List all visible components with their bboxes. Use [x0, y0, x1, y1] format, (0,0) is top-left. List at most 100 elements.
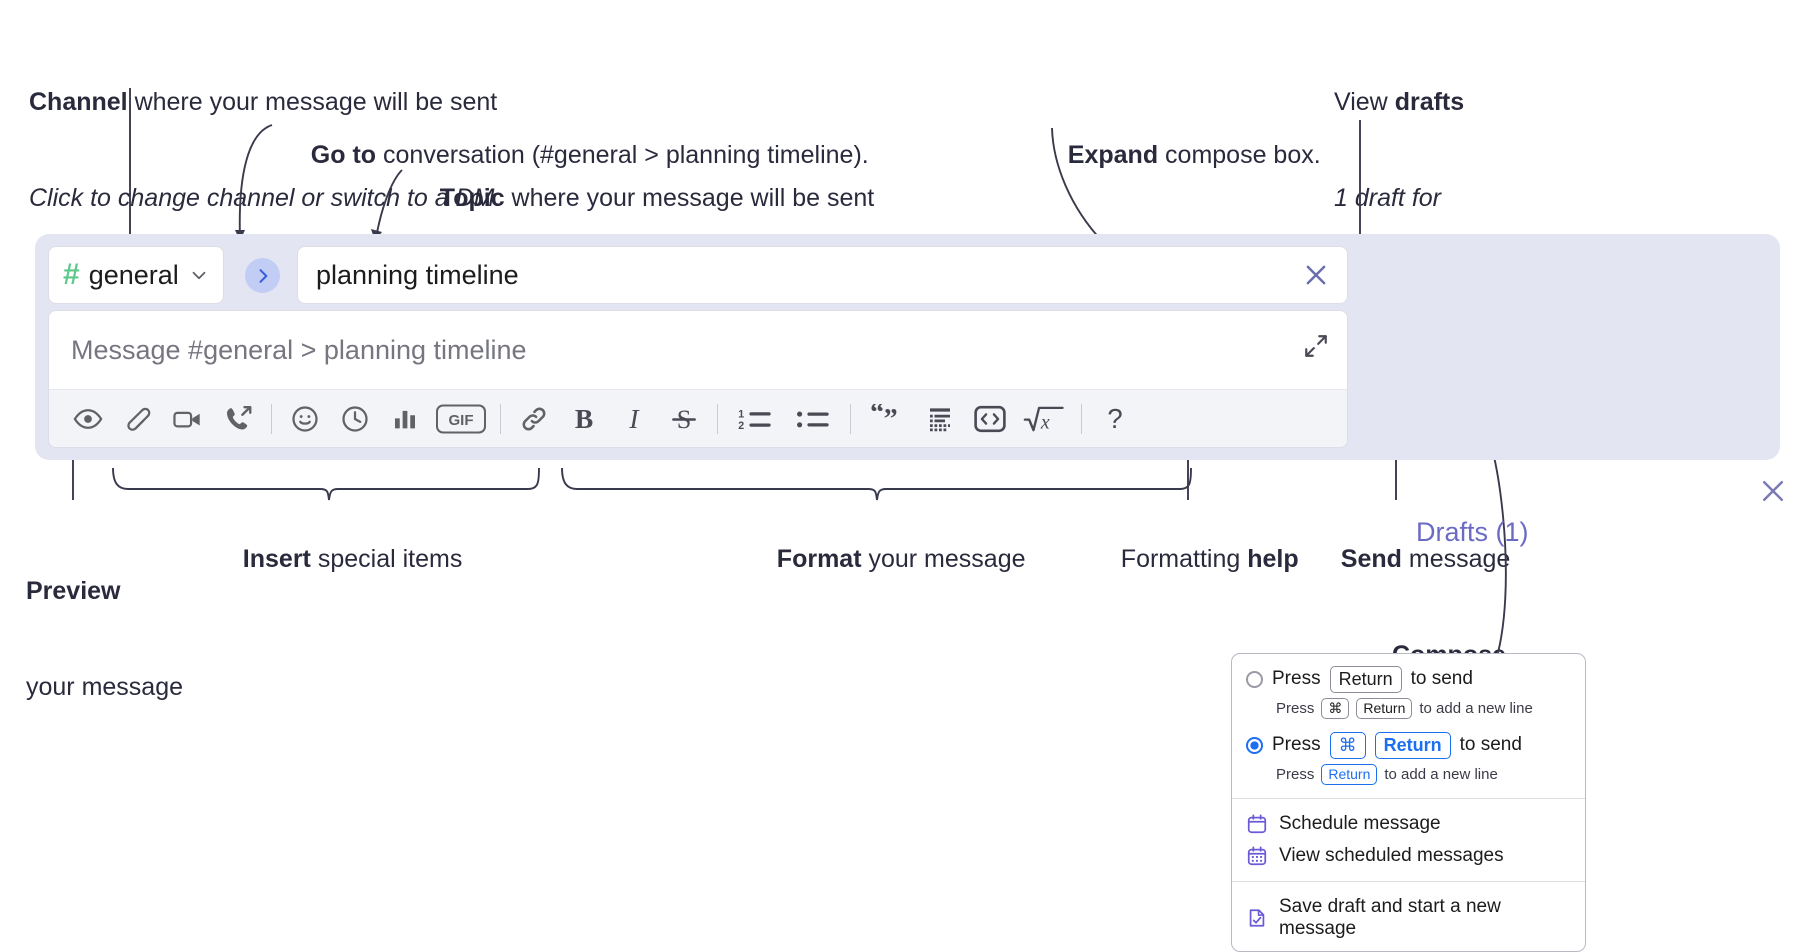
menu-item-label: View scheduled messages — [1279, 845, 1504, 866]
close-icon — [1763, 481, 1783, 501]
annotation-channel-italic: Click to change channel or switch to a D… — [29, 184, 502, 212]
reminder-button[interactable] — [330, 396, 380, 442]
chevron-down-icon — [188, 264, 210, 286]
strikethrough-button[interactable]: S — [659, 396, 709, 442]
svg-text:”: ” — [884, 404, 898, 434]
sub-label-newline: to add a new line — [1419, 699, 1533, 717]
bold-icon: B — [575, 404, 593, 434]
annotation-drafts-lead: View — [1334, 88, 1395, 116]
annotation-expand-rest: compose box. — [1158, 141, 1321, 169]
menu-item-label: Save draft and start a new message — [1279, 896, 1501, 939]
message-input-box[interactable]: Message #general > planning timeline — [48, 310, 1348, 448]
radio-label-tosend: to send — [1410, 668, 1473, 690]
attach-button[interactable] — [113, 396, 163, 442]
video-clip-button[interactable] — [163, 396, 213, 442]
key-return: Return — [1321, 763, 1378, 785]
topic-field[interactable]: planning timeline — [297, 246, 1348, 304]
preview-button[interactable] — [63, 396, 113, 442]
key-command: ⌘ — [1329, 732, 1366, 759]
calendar-grid-icon — [1247, 846, 1267, 866]
separator-2 — [500, 403, 501, 434]
formatting-help-button[interactable]: ? — [1090, 396, 1140, 442]
ordered-list-icon: 1 2 — [738, 408, 771, 432]
italic-button[interactable]: I — [609, 396, 659, 442]
radio-label-press: Press — [1272, 668, 1321, 690]
separator-1 — [271, 403, 272, 434]
sub-label-newline: to add a new line — [1384, 765, 1498, 783]
key-return: Return — [1356, 697, 1413, 719]
compose-inner: # general planning timeline — [48, 246, 1348, 448]
code-block-button[interactable] — [915, 396, 965, 442]
annotation-drafts-bold: drafts — [1394, 88, 1465, 116]
calendar-clock-icon — [1247, 814, 1267, 834]
emoji-button[interactable] — [280, 396, 330, 442]
math-button[interactable]: x — [1015, 396, 1073, 442]
annotation-format: Format your message — [749, 511, 1026, 607]
link-button[interactable] — [509, 396, 559, 442]
menu-item-view-scheduled-messages[interactable]: View scheduled messages — [1232, 840, 1585, 872]
menu-divider-2 — [1232, 881, 1585, 882]
gif-button[interactable]: GIF — [430, 396, 492, 442]
topic-value: planning timeline — [316, 259, 519, 290]
topic-clear-button[interactable] — [1301, 260, 1331, 290]
separator-5 — [1081, 403, 1082, 434]
channel-picker[interactable]: # general — [48, 246, 224, 304]
bulleted-list-button[interactable] — [784, 396, 842, 442]
radio-button-selected[interactable] — [1246, 736, 1263, 754]
key-return: Return — [1329, 666, 1402, 693]
code-button[interactable] — [965, 396, 1015, 442]
annotation-topic: Topic where your message will be sent — [412, 150, 874, 246]
menu-item-schedule-message[interactable]: Schedule message — [1232, 808, 1585, 840]
annotation-help-bold: help — [1247, 545, 1299, 573]
annotation-insert-rest: special items — [310, 545, 463, 573]
message-placeholder: Message #general > planning timeline — [71, 335, 527, 365]
svg-text:B: B — [575, 404, 593, 434]
radio-option-return-to-send[interactable]: Press Return to send — [1232, 664, 1585, 695]
panel-close-button[interactable] — [1758, 476, 1788, 506]
radio-label-tosend: to send — [1459, 734, 1522, 756]
annotation-format-rest: your message — [861, 545, 1026, 573]
poll-button[interactable] — [380, 396, 430, 442]
sub-label-press: Press — [1276, 699, 1315, 717]
question-mark-icon: ? — [1107, 404, 1122, 434]
blockquote-button[interactable]: “ ” — [859, 396, 915, 442]
annotation-insert: Insert special items — [215, 511, 463, 607]
sub-label-press: Press — [1276, 765, 1315, 783]
annotation-drafts-italic1: 1 draft for — [1334, 184, 1441, 212]
annotation-preview-line2: your message — [26, 673, 184, 701]
svg-text:GIF: GIF — [449, 412, 474, 429]
radio-button[interactable] — [1246, 670, 1263, 688]
annotation-channel-bold: Channel — [29, 88, 128, 116]
annotation-help: Formatting help — [1093, 511, 1299, 607]
drafts-link[interactable]: Drafts (1) — [1416, 517, 1529, 547]
audio-clip-button[interactable] — [213, 396, 263, 442]
compose-top-row: # general planning timeline — [48, 246, 1348, 304]
annotation-preview-bold: Preview — [26, 577, 121, 605]
bold-button[interactable]: B — [559, 396, 609, 442]
annotation-topic-rest: where your message will be sent — [504, 184, 875, 212]
strikethrough-icon: S — [672, 404, 696, 433]
code-icon — [974, 405, 1006, 432]
svg-text:x: x — [1040, 411, 1050, 433]
compose-options-menu: Press Return to send Press ⌘ Return to a… — [1231, 653, 1586, 952]
svg-text:1: 1 — [738, 408, 744, 420]
ordered-list-button[interactable]: 1 2 — [726, 396, 784, 442]
clock-icon — [342, 405, 368, 432]
expand-compose-button[interactable] — [1303, 333, 1329, 359]
chevron-right-icon — [259, 268, 267, 283]
key-return: Return — [1374, 732, 1451, 759]
goto-conversation-button[interactable] — [245, 258, 280, 293]
radio-option-cmd-return-to-send[interactable]: Press ⌘ Return to send — [1232, 730, 1585, 761]
annotation-goto: Go to conversation (#general > planning … — [283, 107, 869, 203]
radio-label-press: Press — [1272, 734, 1321, 756]
paperclip-icon — [127, 407, 151, 431]
menu-item-save-draft[interactable]: Save draft and start a new message — [1232, 891, 1585, 945]
svg-text:“: “ — [870, 404, 884, 428]
menu-item-label: Schedule message — [1279, 813, 1441, 834]
svg-text:I: I — [628, 404, 640, 434]
annotation-expand-bold: Expand — [1067, 141, 1159, 169]
bulleted-list-icon — [797, 411, 829, 427]
square-root-icon: x — [1023, 406, 1064, 433]
compose-panel: Drafts (1) # general — [35, 234, 1783, 738]
